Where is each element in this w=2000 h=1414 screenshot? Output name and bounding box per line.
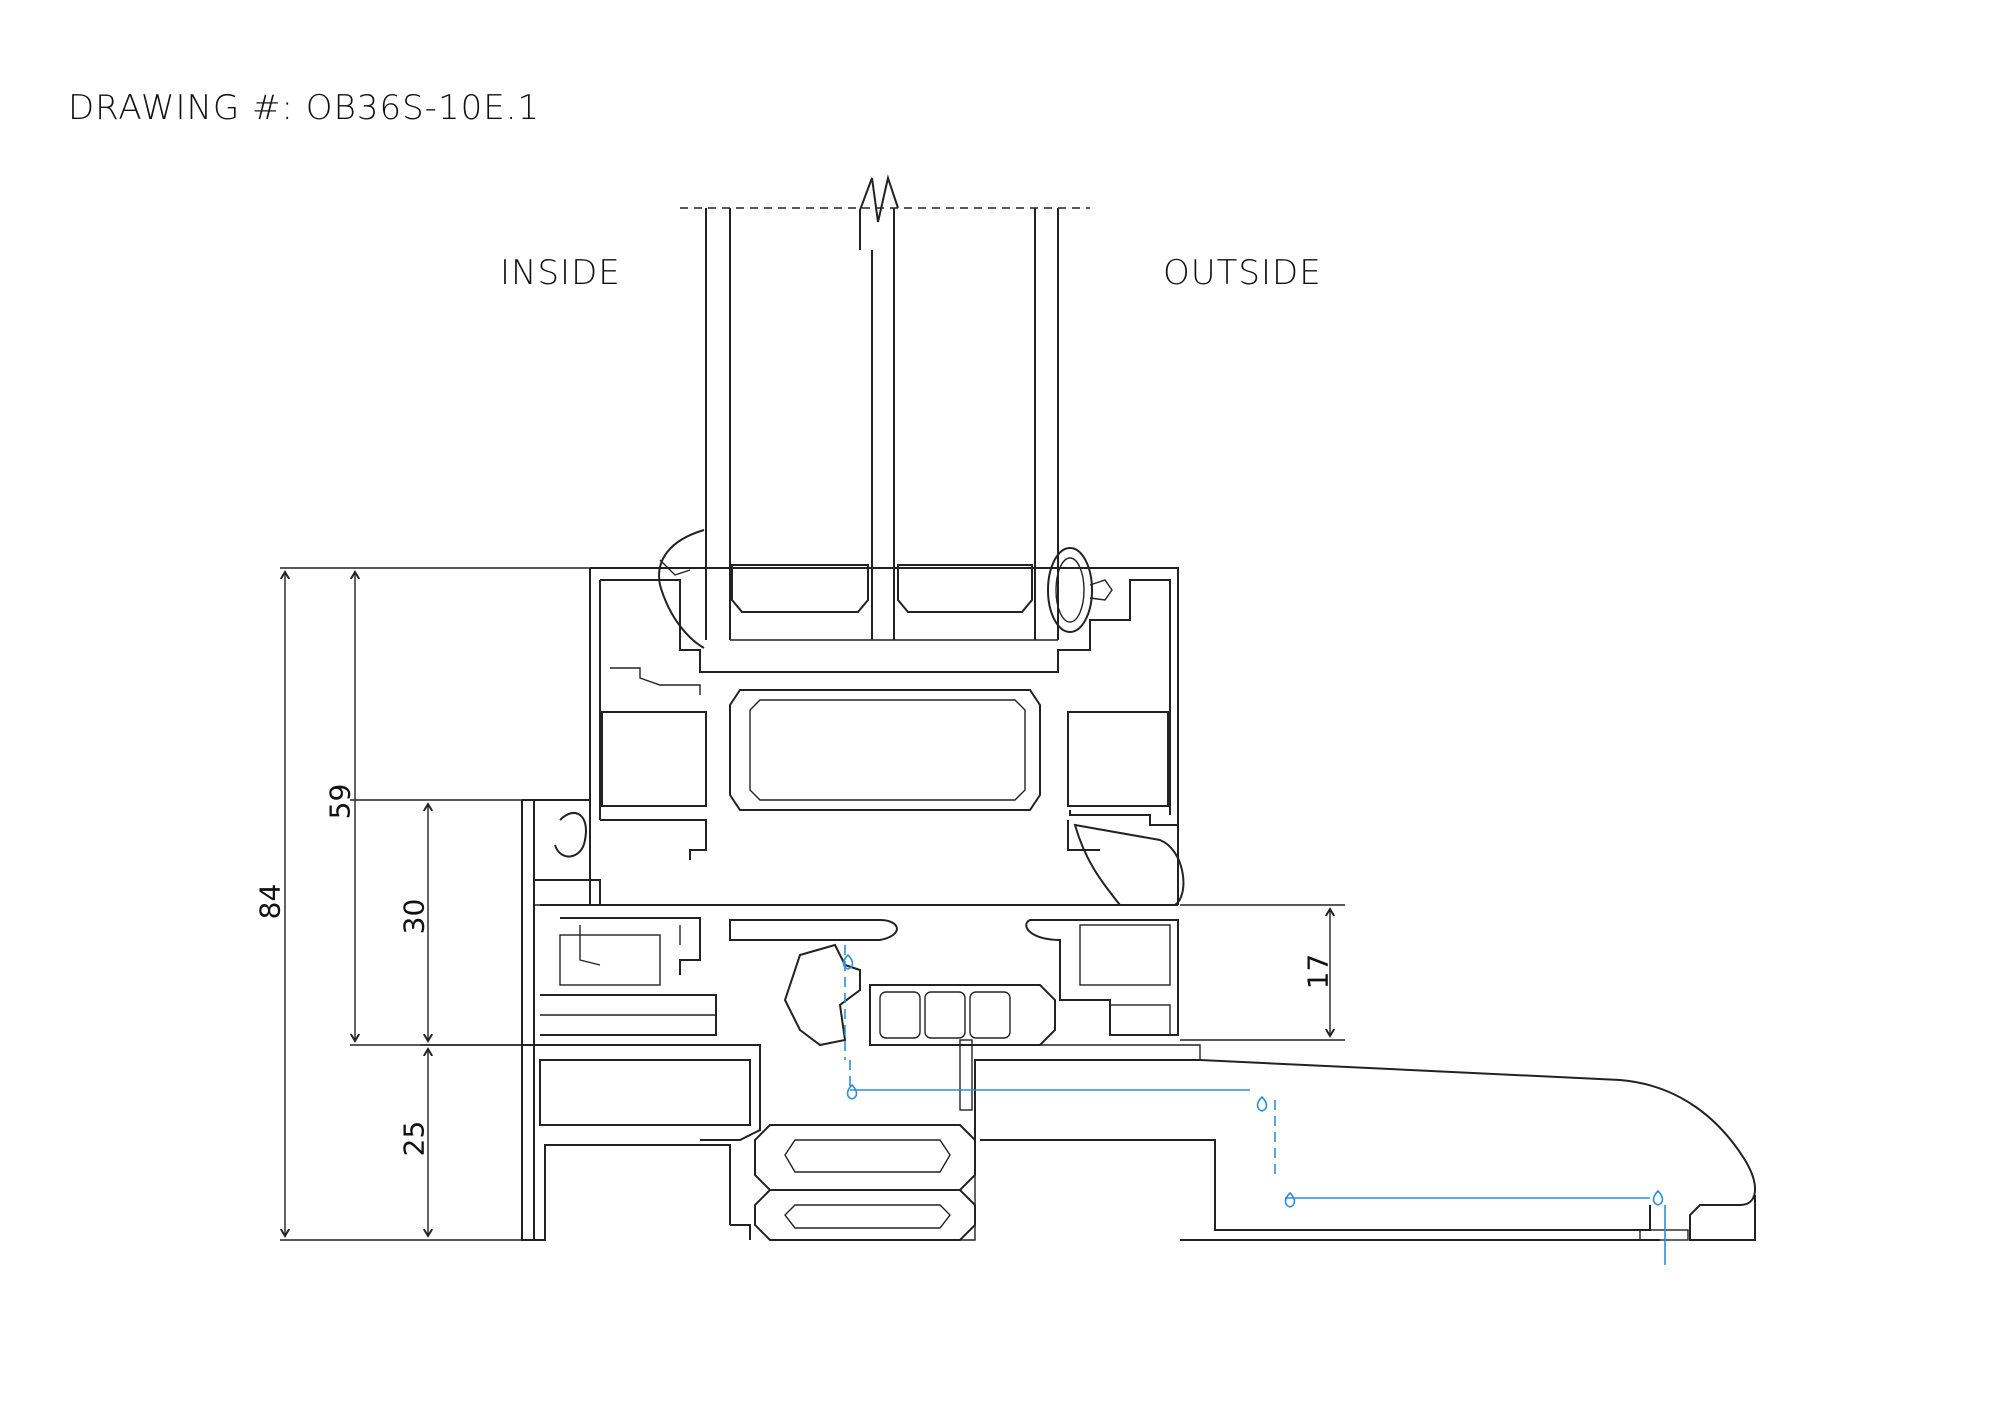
- inside-label: INSIDE: [500, 253, 621, 293]
- interior-seal: [554, 811, 587, 858]
- water-drop-icon: [842, 953, 1664, 1208]
- glass-unit: [705, 208, 1059, 641]
- drawing-title: DRAWING #: OB36S-10E.1: [68, 88, 541, 128]
- thermal-break-lower: [869, 984, 1056, 1046]
- inside-glazing-gasket: [658, 529, 705, 649]
- water-drainage-path: [844, 945, 1666, 1265]
- sill-spacer: [959, 1039, 973, 1111]
- outside-glazing-gasket: [1047, 547, 1113, 633]
- outside-label: OUTSIDE: [1163, 253, 1322, 293]
- outside-sill: [974, 1059, 1757, 1241]
- thermal-break-upper: [729, 689, 1041, 811]
- thermal-break-base-2: [754, 1189, 976, 1241]
- break-line-icon: [680, 174, 1090, 250]
- drain-strip: [1639, 1229, 1689, 1241]
- dimension-lines: [280, 567, 1345, 1241]
- thermal-break-base-1: [754, 1124, 976, 1191]
- outside-seal: [1073, 823, 1185, 906]
- sash-profile: [590, 567, 1179, 826]
- hatch-gasket-icon: [783, 943, 861, 1047]
